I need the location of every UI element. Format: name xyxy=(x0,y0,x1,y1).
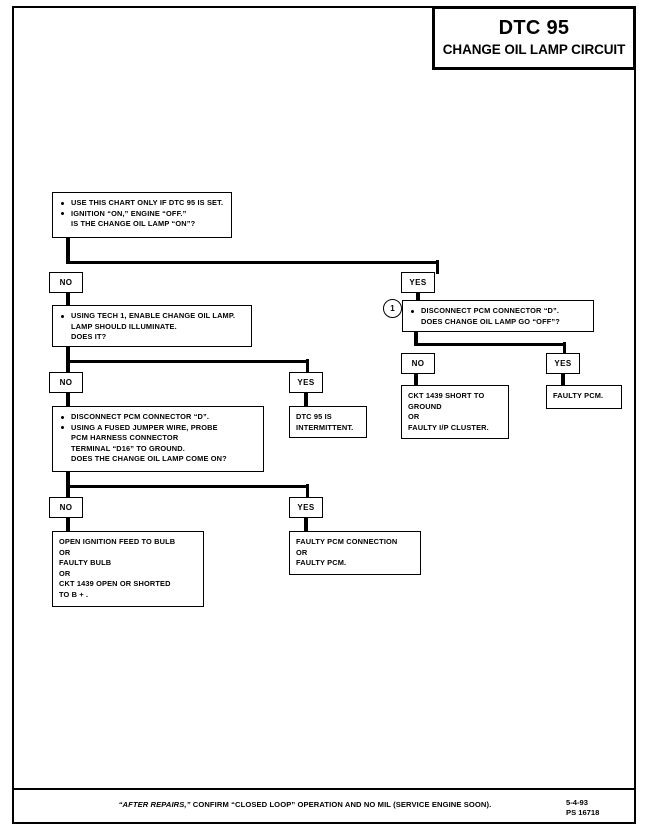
footer-divider xyxy=(12,788,636,790)
jumper-bullet-2-cont-1: PCM HARNESS CONNECTOR xyxy=(71,433,179,443)
intermittent-line-2: INTERMITTENT. xyxy=(296,422,354,432)
connector-no-start-down xyxy=(66,293,70,306)
label-yes-disconnect: YES xyxy=(546,353,580,374)
label-no-start: NO xyxy=(49,272,83,293)
node-disconnect-pcm-connector-d: DISCONNECT PCM CONNECTOR “D”. DOES CHANG… xyxy=(402,300,594,332)
open-ignition-line-1: OPEN IGNITION FEED TO BULB xyxy=(59,537,176,546)
connector-to-yes-right xyxy=(562,342,566,354)
label-yes-jumper: YES xyxy=(289,497,323,518)
start-bullet-2: IGNITION “ON,” ENGINE “OFF.” xyxy=(59,209,225,220)
ckt-short-line-3: OR xyxy=(408,412,420,422)
connector-yes-start-down xyxy=(416,293,420,306)
disconnect-right-line-2: DOES CHANGE OIL LAMP GO “OFF”? xyxy=(421,316,560,326)
tech1-bullet-1: USING TECH 1, ENABLE CHANGE OIL LAMP. xyxy=(59,311,245,322)
start-bullet-1: USE THIS CHART ONLY IF DTC 95 IS SET. xyxy=(59,198,225,209)
jumper-bullet-1: DISCONNECT PCM CONNECTOR “D”. xyxy=(59,412,257,423)
footer-date: 5-4-93 xyxy=(566,798,588,807)
label-no-disconnect: NO xyxy=(401,353,435,374)
connector-to-yes-intermittent xyxy=(305,359,309,373)
label-no-jumper: NO xyxy=(49,497,83,518)
node-faulty-pcm-right: FAULTY PCM. xyxy=(546,385,622,409)
title-block: DTC 95 CHANGE OIL LAMP CIRCUIT xyxy=(432,6,636,70)
intermittent-line-1: DTC 95 IS xyxy=(296,412,332,421)
connector-no-disconnect-down xyxy=(414,374,418,386)
node-ckt-1439-short-to-ground: CKT 1439 SHORT TO GROUND OR FAULTY I/P C… xyxy=(401,385,509,439)
open-ignition-line-4: OR xyxy=(59,568,71,578)
footer-note: “AFTER REPAIRS,” CONFIRM “CLOSED LOOP” O… xyxy=(70,800,540,809)
open-ignition-line-3: FAULTY BULB xyxy=(59,558,112,568)
pcm-connection-line-2: OR xyxy=(296,547,308,557)
connector-no-tech1-down xyxy=(66,393,70,407)
footer-note-rest: CONFIRM “CLOSED LOOP” OPERATION AND NO M… xyxy=(190,800,492,809)
connector-start-down xyxy=(66,238,70,264)
pcm-connection-line-1: FAULTY PCM CONNECTION xyxy=(296,537,398,546)
label-no-tech1: NO xyxy=(49,372,83,393)
reference-marker-1: 1 xyxy=(383,299,402,318)
jumper-bullet-2-cont-2: TERMINAL “D16” TO GROUND. xyxy=(71,443,185,453)
start-bullet-2-cont: IS THE CHANGE OIL LAMP “ON”? xyxy=(71,219,196,229)
connector-yes-jumper-down xyxy=(304,518,308,532)
connector-start-branch xyxy=(66,260,439,264)
jumper-bullet-2: USING A FUSED JUMPER WIRE, PROBE xyxy=(59,423,257,434)
connector-tech1-branch xyxy=(66,359,309,363)
connector-disconnect-branch xyxy=(414,342,566,346)
node-faulty-pcm-connection: FAULTY PCM CONNECTION OR FAULTY PCM. xyxy=(289,531,421,575)
connector-no-jumper-down xyxy=(66,518,70,532)
footer-document-code: 5-4-93 PS 16718 xyxy=(566,798,599,819)
node-fused-jumper-wire-probe: DISCONNECT PCM CONNECTOR “D”. USING A FU… xyxy=(52,406,264,472)
connector-to-yes-pcm-connection xyxy=(305,484,309,498)
label-yes-tech1: YES xyxy=(289,372,323,393)
open-ignition-line-6: TO B + . xyxy=(59,589,89,599)
open-ignition-line-5: CKT 1439 OPEN OR SHORTED xyxy=(59,579,171,589)
connector-to-yes-top-right xyxy=(435,260,439,274)
connector-yes-tech1-down xyxy=(304,393,308,407)
dtc-code: DTC 95 xyxy=(498,17,570,40)
ckt-short-line-1: CKT 1439 SHORT TO xyxy=(408,391,485,400)
pcm-connection-line-3: FAULTY PCM. xyxy=(296,558,347,568)
footer-note-lead: “AFTER REPAIRS,” xyxy=(118,800,191,809)
connector-disconnect-down xyxy=(414,332,418,346)
connector-jumper-branch xyxy=(66,484,309,488)
label-yes-start: YES xyxy=(401,272,435,293)
node-start-conditions: USE THIS CHART ONLY IF DTC 95 IS SET. IG… xyxy=(52,192,232,238)
jumper-bullet-2-cont-3: DOES THE CHANGE OIL LAMP COME ON? xyxy=(71,454,227,464)
connector-yes-disconnect-down xyxy=(561,374,565,386)
node-open-ignition-feed-to-bulb: OPEN IGNITION FEED TO BULB OR FAULTY BUL… xyxy=(52,531,204,607)
tech1-line-3: DOES IT? xyxy=(71,332,107,342)
disconnect-right-bullet-1: DISCONNECT PCM CONNECTOR “D”. xyxy=(409,306,587,317)
open-ignition-line-2: OR xyxy=(59,547,71,557)
ckt-short-line-2: GROUND xyxy=(408,401,442,411)
faulty-pcm-right-line-1: FAULTY PCM. xyxy=(553,391,604,400)
tech1-line-2: LAMP SHOULD ILLUMINATE. xyxy=(71,321,177,331)
node-tech1-enable-lamp: USING TECH 1, ENABLE CHANGE OIL LAMP. LA… xyxy=(52,305,252,347)
circuit-name: CHANGE OIL LAMP CIRCUIT xyxy=(442,42,626,58)
ckt-short-line-4: FAULTY I/P CLUSTER. xyxy=(408,422,489,432)
page-border xyxy=(12,6,636,824)
node-dtc-95-intermittent: DTC 95 IS INTERMITTENT. xyxy=(289,406,367,438)
footer-doc-number: PS 16718 xyxy=(566,808,600,818)
